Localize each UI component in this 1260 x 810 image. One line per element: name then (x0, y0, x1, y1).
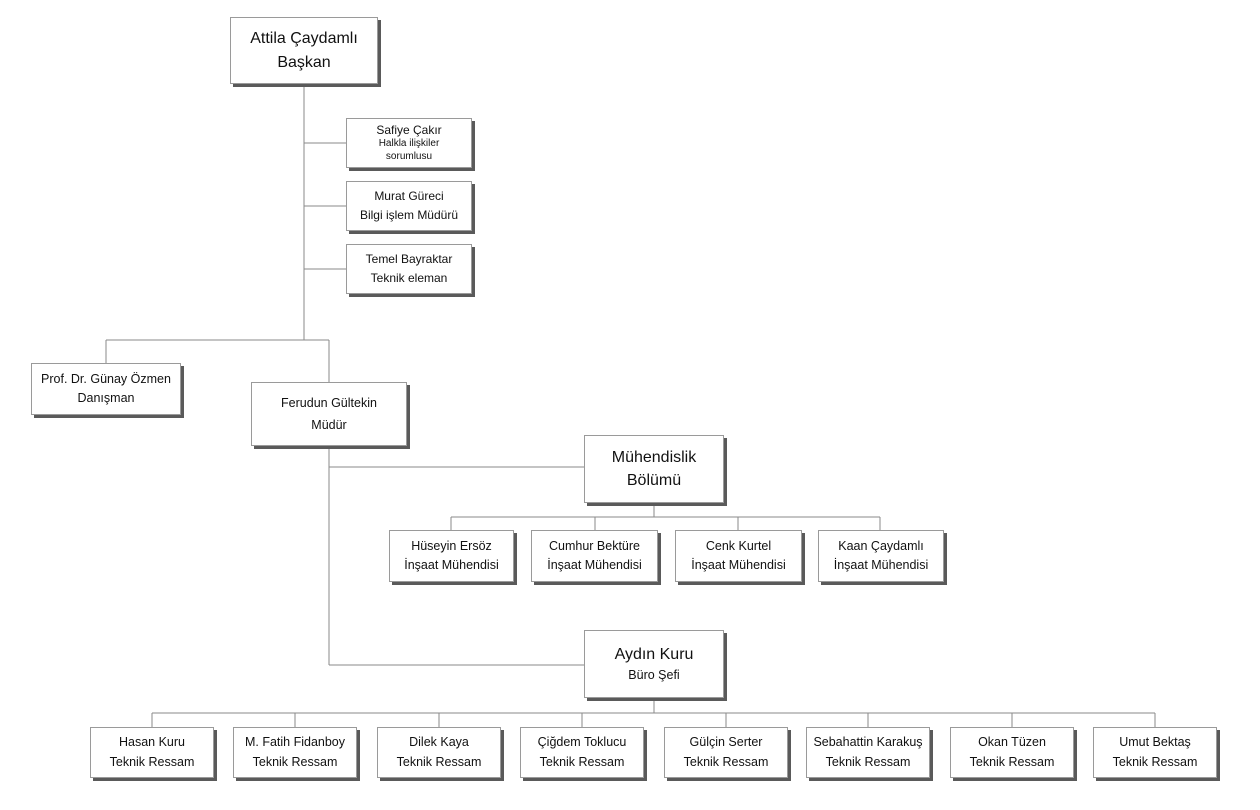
staff-title: Bilgi işlem Müdürü (359, 208, 459, 222)
engineer-box: Kaan Çaydamlı İnşaat Mühendisi (818, 530, 944, 582)
engineer-name: Hüseyin Ersöz (411, 538, 492, 553)
engineer-title: İnşaat Mühendisi (833, 558, 929, 572)
chairman-name: Attila Çaydamlı (250, 30, 358, 48)
drafter-title: Teknik Ressam (1112, 754, 1198, 769)
staff-name: Murat Güreci (374, 188, 444, 203)
engineering-dept-title: Mühendislik (611, 448, 697, 466)
drafter-title: Teknik Ressam (539, 754, 625, 769)
drafter-title: Teknik Ressam (396, 754, 482, 769)
drafter-name: Hasan Kuru (118, 735, 185, 750)
office-chief-name: Aydın Kuru (614, 645, 694, 663)
manager-name: Ferudun Gültekin (281, 395, 377, 410)
advisor-title: Danışman (77, 391, 135, 405)
drafter-box: Sebahattin Karakuş Teknik Ressam (806, 727, 930, 778)
drafter-name: Çiğdem Toklucu (537, 735, 627, 750)
engineer-title: İnşaat Mühendisi (404, 558, 499, 572)
engineer-box: Cenk Kurtel İnşaat Mühendisi (675, 530, 802, 582)
staff-title: sorumlusu (385, 150, 433, 162)
engineering-dept-title: Bölümü (626, 472, 682, 489)
drafter-name: Gülçin Serter (689, 735, 763, 750)
drafter-title: Teknik Ressam (252, 754, 338, 769)
staff-box-it: Murat Güreci Bilgi işlem Müdürü (346, 181, 472, 231)
drafter-title: Teknik Ressam (683, 754, 769, 769)
drafter-box: Çiğdem Toklucu Teknik Ressam (520, 727, 644, 778)
office-chief-box: Aydın Kuru Büro Şefi (584, 630, 724, 698)
drafter-name: Umut Bektaş (1119, 735, 1191, 750)
chairman-title: Başkan (277, 53, 331, 71)
drafter-name: Dilek Kaya (409, 735, 469, 750)
engineer-title: İnşaat Mühendisi (547, 558, 642, 572)
engineer-box: Hüseyin Ersöz İnşaat Mühendisi (389, 530, 514, 582)
office-chief-title: Büro Şefi (628, 667, 680, 682)
engineer-name: Cenk Kurtel (705, 538, 772, 553)
engineer-name: Kaan Çaydamlı (838, 538, 924, 553)
manager-title: Müdür (311, 418, 347, 432)
drafter-name: Okan Tüzen (978, 735, 1046, 750)
drafter-box: Okan Tüzen Teknik Ressam (950, 727, 1074, 778)
manager-box: Ferudun Gültekin Müdür (251, 382, 407, 446)
drafter-box: M. Fatih Fidanboy Teknik Ressam (233, 727, 357, 778)
engineer-box: Cumhur Bektüre İnşaat Mühendisi (531, 530, 658, 582)
drafter-box: Hasan Kuru Teknik Ressam (90, 727, 214, 778)
staff-name: Temel Bayraktar (365, 251, 453, 266)
staff-box-pr: Safiye Çakır Halkla ilişkiler sorumlusu (346, 118, 472, 168)
staff-title: Teknik eleman (370, 271, 448, 285)
drafter-box: Umut Bektaş Teknik Ressam (1093, 727, 1217, 778)
drafter-title: Teknik Ressam (109, 754, 195, 769)
drafter-title: Teknik Ressam (969, 754, 1055, 769)
advisor-box: Prof. Dr. Günay Özmen Danışman (31, 363, 181, 415)
staff-name: Safiye Çakır (376, 122, 442, 137)
drafter-box: Gülçin Serter Teknik Ressam (664, 727, 788, 778)
staff-title: Halkla ilişkiler (378, 138, 440, 150)
engineer-title: İnşaat Mühendisi (691, 558, 786, 572)
drafter-name: M. Fatih Fidanboy (244, 735, 346, 750)
advisor-name: Prof. Dr. Günay Özmen (41, 371, 171, 386)
drafter-title: Teknik Ressam (825, 754, 911, 769)
drafter-box: Dilek Kaya Teknik Ressam (377, 727, 501, 778)
staff-box-tech: Temel Bayraktar Teknik eleman (346, 244, 472, 294)
chairman-box: Attila Çaydamlı Başkan (230, 17, 378, 84)
engineering-dept-box: Mühendislik Bölümü (584, 435, 724, 503)
engineer-name: Cumhur Bektüre (548, 538, 640, 553)
drafter-name: Sebahattin Karakuş (813, 735, 923, 750)
